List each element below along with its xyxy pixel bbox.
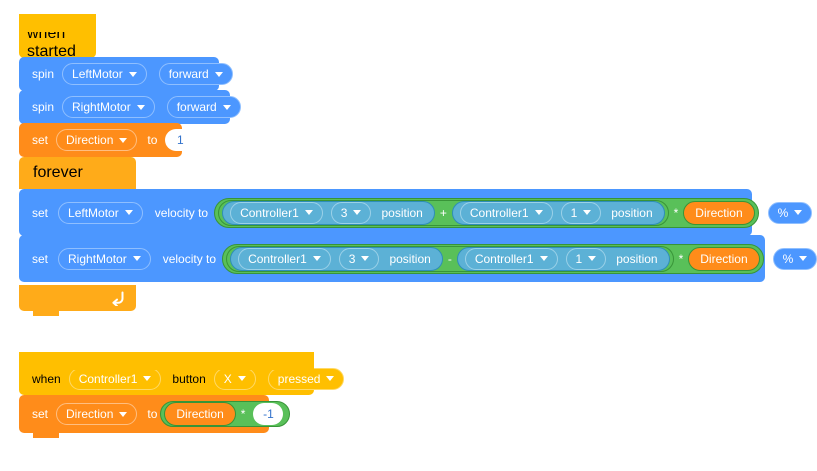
variable-reporter-direction[interactable]: Direction [683,200,755,225]
chevron-down-icon [534,210,543,215]
dropdown-direction-forward[interactable]: forward [158,63,233,85]
dropdown-direction-forward[interactable]: forward [166,96,241,118]
operator-symbol-multiply: * [673,205,679,220]
dropdown-device-controller1[interactable]: Controller1 [238,247,331,270]
label-position: position [389,251,431,266]
dropdown-device-controller1[interactable]: Controller1 [230,201,323,224]
script-when-button-pressed[interactable]: when Controller1 button X pressed set [19,352,345,438]
label-set: set [32,133,49,147]
label-position: position [616,251,658,266]
hat-block-when-started[interactable]: when started [19,14,96,63]
reporter-controller-position-1[interactable]: Controller1 1 position [456,246,670,271]
loop-arrow-icon [112,291,124,306]
block-set-leftmotor-velocity[interactable]: set LeftMotor velocity to [19,189,813,241]
dropdown-unit-percent[interactable]: % [767,201,813,224]
chevron-down-icon [136,104,145,110]
operator-multiply[interactable]: Direction * -1 [160,401,291,427]
block-forever[interactable]: forever set LeftMotor velocity to [19,157,817,316]
block-set-direction-negate[interactable]: set Direction to Direction * -1 [19,395,291,438]
label-spin: spin [32,67,55,81]
chevron-down-icon [304,210,313,215]
label-when: when [32,371,61,386]
chevron-down-icon [214,71,223,77]
block-set-rightmotor-velocity[interactable]: set RightMotor velocity to Controller1 [19,235,817,282]
dropdown-axis-1[interactable]: 1 [560,201,602,224]
chevron-down-icon [143,376,152,381]
dropdown-motor-leftmotor[interactable]: LeftMotor [62,63,147,85]
dropdown-motor-rightmotor[interactable]: RightMotor [58,247,151,270]
dropdown-motor-leftmotor[interactable]: LeftMotor [58,201,143,224]
dropdown-axis-1[interactable]: 1 [565,247,607,270]
label-set: set [32,205,49,220]
forever-footer[interactable] [19,285,136,316]
dropdown-motor-rightmotor[interactable]: RightMotor [62,96,155,118]
dropdown-variable-direction[interactable]: Direction [56,129,138,151]
label-to: to [147,133,158,147]
hat-when-started-body: when started [19,25,96,60]
label-button: button [172,371,206,386]
hat-button-pressed-body: when Controller1 button X pressed [19,362,345,395]
chevron-down-icon [353,210,362,215]
reporter-controller-position-3[interactable]: Controller1 3 position [222,200,435,225]
chevron-down-icon [237,376,246,381]
notch-bottom [33,311,59,316]
operator-symbol-plus: + [439,205,447,220]
hat-block-when-button-pressed[interactable]: when Controller1 button X pressed [19,352,345,400]
operator-subtract[interactable]: Controller1 3 position - [226,245,674,272]
label-position: position [381,205,423,220]
dropdown-device-controller1[interactable]: Controller1 [68,367,162,390]
dropdown-button-x[interactable]: X [213,367,256,390]
forever-header[interactable]: forever [19,157,136,189]
label-set: set [32,251,49,266]
label-position: position [611,205,653,220]
notch-bottom [33,433,59,438]
dropdown-state-pressed[interactable]: pressed [267,367,345,390]
label-velocity-to: velocity to [154,205,209,220]
reporter-controller-position-3[interactable]: Controller1 3 position [230,246,443,271]
label-to: to [147,407,158,421]
block-set-direction[interactable]: set Direction to 1 [19,123,196,162]
label-set: set [32,407,49,421]
dropdown-device-controller1[interactable]: Controller1 [459,201,553,224]
chevron-down-icon [119,137,128,143]
chevron-down-icon [794,210,803,215]
chevron-down-icon [361,256,370,261]
chevron-down-icon [539,256,548,261]
hat-cap-shape [19,14,96,32]
operator-multiply[interactable]: Controller1 3 position + [214,197,759,228]
operator-multiply[interactable]: Controller1 3 position - [222,243,764,274]
operator-symbol-minus: - [447,251,452,266]
chevron-down-icon [583,210,592,215]
chevron-down-icon [312,256,321,261]
chevron-down-icon [132,256,141,261]
chevron-down-icon [128,71,137,77]
dropdown-axis-3[interactable]: 3 [338,247,380,270]
label-forever: forever [33,164,83,181]
dropdown-device-controller1[interactable]: Controller1 [464,247,558,270]
chevron-down-icon [588,256,597,261]
variable-reporter-direction[interactable]: Direction [688,246,760,271]
input-direction-value[interactable]: 1 [165,129,196,151]
input-negate-value[interactable]: -1 [253,403,284,425]
label-spin: spin [32,100,55,114]
chevron-down-icon [119,411,128,417]
dropdown-unit-percent[interactable]: % [772,247,817,270]
chevron-down-icon [222,104,231,110]
operator-symbol-multiply: * [678,251,684,266]
hat-cap-shape [19,352,314,370]
operator-add[interactable]: Controller1 3 position + [218,199,669,226]
reporter-controller-position-1[interactable]: Controller1 1 position [451,200,665,225]
script-when-started[interactable]: when started spin LeftMotor forward spin… [19,14,817,316]
chevron-down-icon [326,376,335,381]
label-velocity-to: velocity to [162,251,217,266]
variable-reporter-direction[interactable]: Direction [164,402,236,426]
dropdown-axis-3[interactable]: 3 [330,201,372,224]
operator-symbol-multiply: * [240,407,246,421]
block-spin-leftmotor[interactable]: spin LeftMotor forward [19,57,233,96]
chevron-down-icon [124,210,133,215]
dropdown-variable-direction[interactable]: Direction [56,403,138,425]
block-spin-rightmotor[interactable]: spin RightMotor forward [19,90,241,129]
chevron-down-icon [799,256,808,261]
